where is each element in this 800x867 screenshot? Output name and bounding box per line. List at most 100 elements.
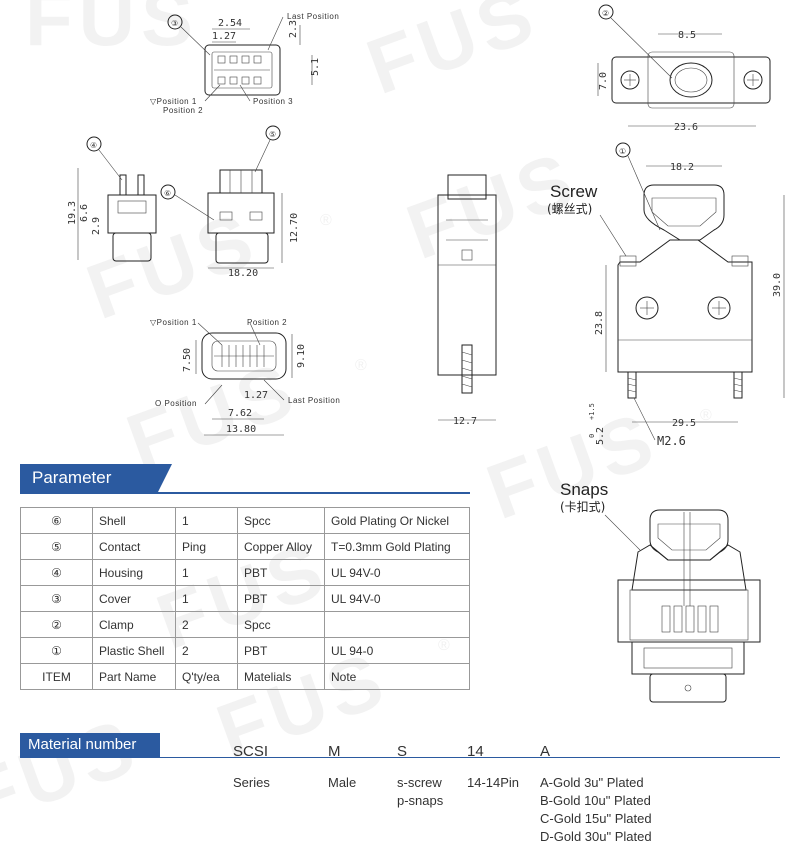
dim-screw-length: 5.2 — [595, 427, 606, 445]
quantity: 1 — [175, 507, 238, 534]
label-snaps-subtitle: (卡扣式) — [560, 500, 605, 514]
contact-shell-drawing: ⑤ ⑥ 18.20 12.70 — [160, 125, 300, 279]
label-cover-position-3: Position 3 — [253, 97, 293, 106]
part-name: Plastic Shell — [92, 637, 176, 664]
material: Copper Alloy — [237, 533, 325, 560]
part-name: Housing — [92, 559, 176, 586]
code-plating: A — [540, 743, 551, 760]
header-part-name: Part Name — [92, 663, 176, 690]
watermark-layer: FUS FUS FUS FUS FUS FUS FUS FUS FUS ® ® … — [0, 0, 712, 843]
dim-screw-top: 18.2 — [670, 162, 694, 173]
snaps-assembly-drawing: Snaps (卡扣式) — [560, 480, 761, 703]
clamp-top-drawing: ② 8.5 7.0 23.6 — [597, 4, 771, 133]
header-note: Note — [324, 663, 470, 690]
callout-shell: ⑥ — [164, 189, 172, 198]
table-row: ⑥ Shell 1 Spcc Gold Plating Or Nickel — [20, 507, 470, 534]
watermark-text: FUS — [0, 701, 151, 843]
header-quantity: Q'ty/ea — [175, 663, 238, 690]
dim-housing-total: 19.3 — [67, 201, 78, 225]
watermark-text: FUS — [25, 0, 199, 62]
note — [324, 611, 470, 638]
desc-type-screw: s-screw — [397, 775, 442, 790]
dim-side-width: 12.7 — [453, 416, 477, 427]
dim-shell-width: 18.20 — [228, 268, 258, 279]
part-name: Contact — [92, 533, 176, 560]
quantity: 1 — [175, 559, 238, 586]
desc-series: Series — [233, 775, 270, 790]
dim-clamp-hole: 8.5 — [678, 30, 696, 41]
material-number-header: Material number — [20, 733, 160, 757]
label-cover-position-1: ▽Position 1 — [150, 97, 197, 106]
desc-plating-d: D-Gold 30u" Plated — [540, 829, 652, 844]
code-pins: 14 — [467, 743, 484, 760]
dim-cover-width: 5.1 — [310, 58, 321, 76]
watermark-mark: ® — [355, 357, 367, 374]
header-item: ITEM — [20, 663, 93, 690]
table-header-row: ITEM Part Name Q'ty/ea Matelials Note — [20, 663, 470, 690]
desc-type-snaps: p-snaps — [397, 793, 444, 808]
part-name: Clamp — [92, 611, 176, 638]
dim-shell-height: 12.70 — [289, 213, 300, 243]
part-name: Cover — [92, 585, 176, 612]
dim-housing-low: 2.9 — [91, 217, 102, 235]
dim-face-left: 7.50 — [182, 348, 193, 372]
dim-face-outer: 13.80 — [226, 424, 256, 435]
code-series: SCSI — [233, 743, 269, 760]
note: Gold Plating Or Nickel — [324, 507, 470, 534]
label-screw-thread: M2.6 — [657, 434, 686, 448]
parameter-table: ⑥ Shell 1 Spcc Gold Plating Or Nickel ⑤ … — [20, 507, 470, 690]
dim-clamp-height: 7.0 — [598, 72, 609, 90]
dim-face-inner: 7.62 — [228, 408, 252, 419]
watermark-text: FUS — [76, 194, 270, 336]
side-view-drawing: 12.7 — [437, 174, 497, 427]
watermark-mark: ® — [700, 407, 712, 424]
dim-cover-half-pitch: 1.27 — [212, 31, 236, 42]
dim-face-pitch: 1.27 — [244, 390, 268, 401]
part-name: Shell — [92, 507, 176, 534]
callout-cover: ③ — [171, 19, 179, 28]
dim-screw-base: 29.5 — [672, 418, 696, 429]
material: Spcc — [237, 611, 325, 638]
watermark-text: FUS — [356, 0, 550, 111]
housing-drawing: ④ 19.3 6.6 2.9 — [67, 136, 157, 262]
table-row: ④ Housing 1 PBT UL 94V-0 — [20, 559, 470, 586]
dim-screw-tol-minus: 0 — [588, 434, 596, 438]
label-face-last-position: Last Position — [288, 396, 340, 405]
face-drawing: ▽Position 1 Position 2 7.50 9.10 O Posit… — [150, 318, 340, 436]
dim-cover-pitch: 2.54 — [218, 18, 242, 29]
item-number: ③ — [20, 585, 93, 612]
dim-housing-mid: 6.6 — [79, 204, 90, 222]
material: PBT — [237, 637, 325, 664]
dim-face-right: 9.10 — [296, 344, 307, 368]
material: PBT — [237, 559, 325, 586]
callout-housing: ④ — [90, 141, 98, 150]
callout-plastic-shell: ① — [619, 147, 627, 156]
table-row: ③ Cover 1 PBT UL 94V-0 — [20, 585, 470, 612]
table-row: ① Plastic Shell 2 PBT UL 94-0 — [20, 637, 470, 664]
item-number: ② — [20, 611, 93, 638]
label-cover-last-position: Last Position — [287, 12, 339, 21]
material-number-rule — [20, 757, 780, 758]
callout-clamp: ② — [602, 9, 610, 18]
dim-cover-height: 2.3 — [288, 20, 299, 38]
parameter-rule — [20, 492, 470, 494]
label-cover-position-2: Position 2 — [163, 106, 203, 115]
desc-gender: Male — [328, 775, 357, 790]
item-number: ④ — [20, 559, 93, 586]
screw-assembly-drawing: ① Screw (螺丝式) 18.2 23.8 39.0 29.5 5.2 +1… — [547, 142, 785, 448]
material: Spcc — [237, 507, 325, 534]
watermark-mark: ® — [320, 212, 332, 229]
dim-screw-body: 23.8 — [594, 311, 605, 335]
label-face-o-position: O Position — [155, 399, 197, 408]
desc-pins: 14-14Pin — [467, 775, 520, 790]
label-screw-title: Screw — [550, 182, 598, 201]
parameter-header: Parameter — [20, 464, 172, 492]
item-number: ⑤ — [20, 533, 93, 560]
code-type: S — [397, 743, 408, 760]
desc-plating-b: B-Gold 10u" Plated — [540, 793, 651, 808]
note: T=0.3mm Gold Plating — [324, 533, 470, 560]
desc-plating-c: C-Gold 15u" Plated — [540, 811, 652, 826]
cover-drawing: ③ 2.54 1.27 Last Position 2.3 5.1 ▽Posit… — [150, 12, 339, 115]
dim-screw-total: 39.0 — [772, 273, 783, 297]
